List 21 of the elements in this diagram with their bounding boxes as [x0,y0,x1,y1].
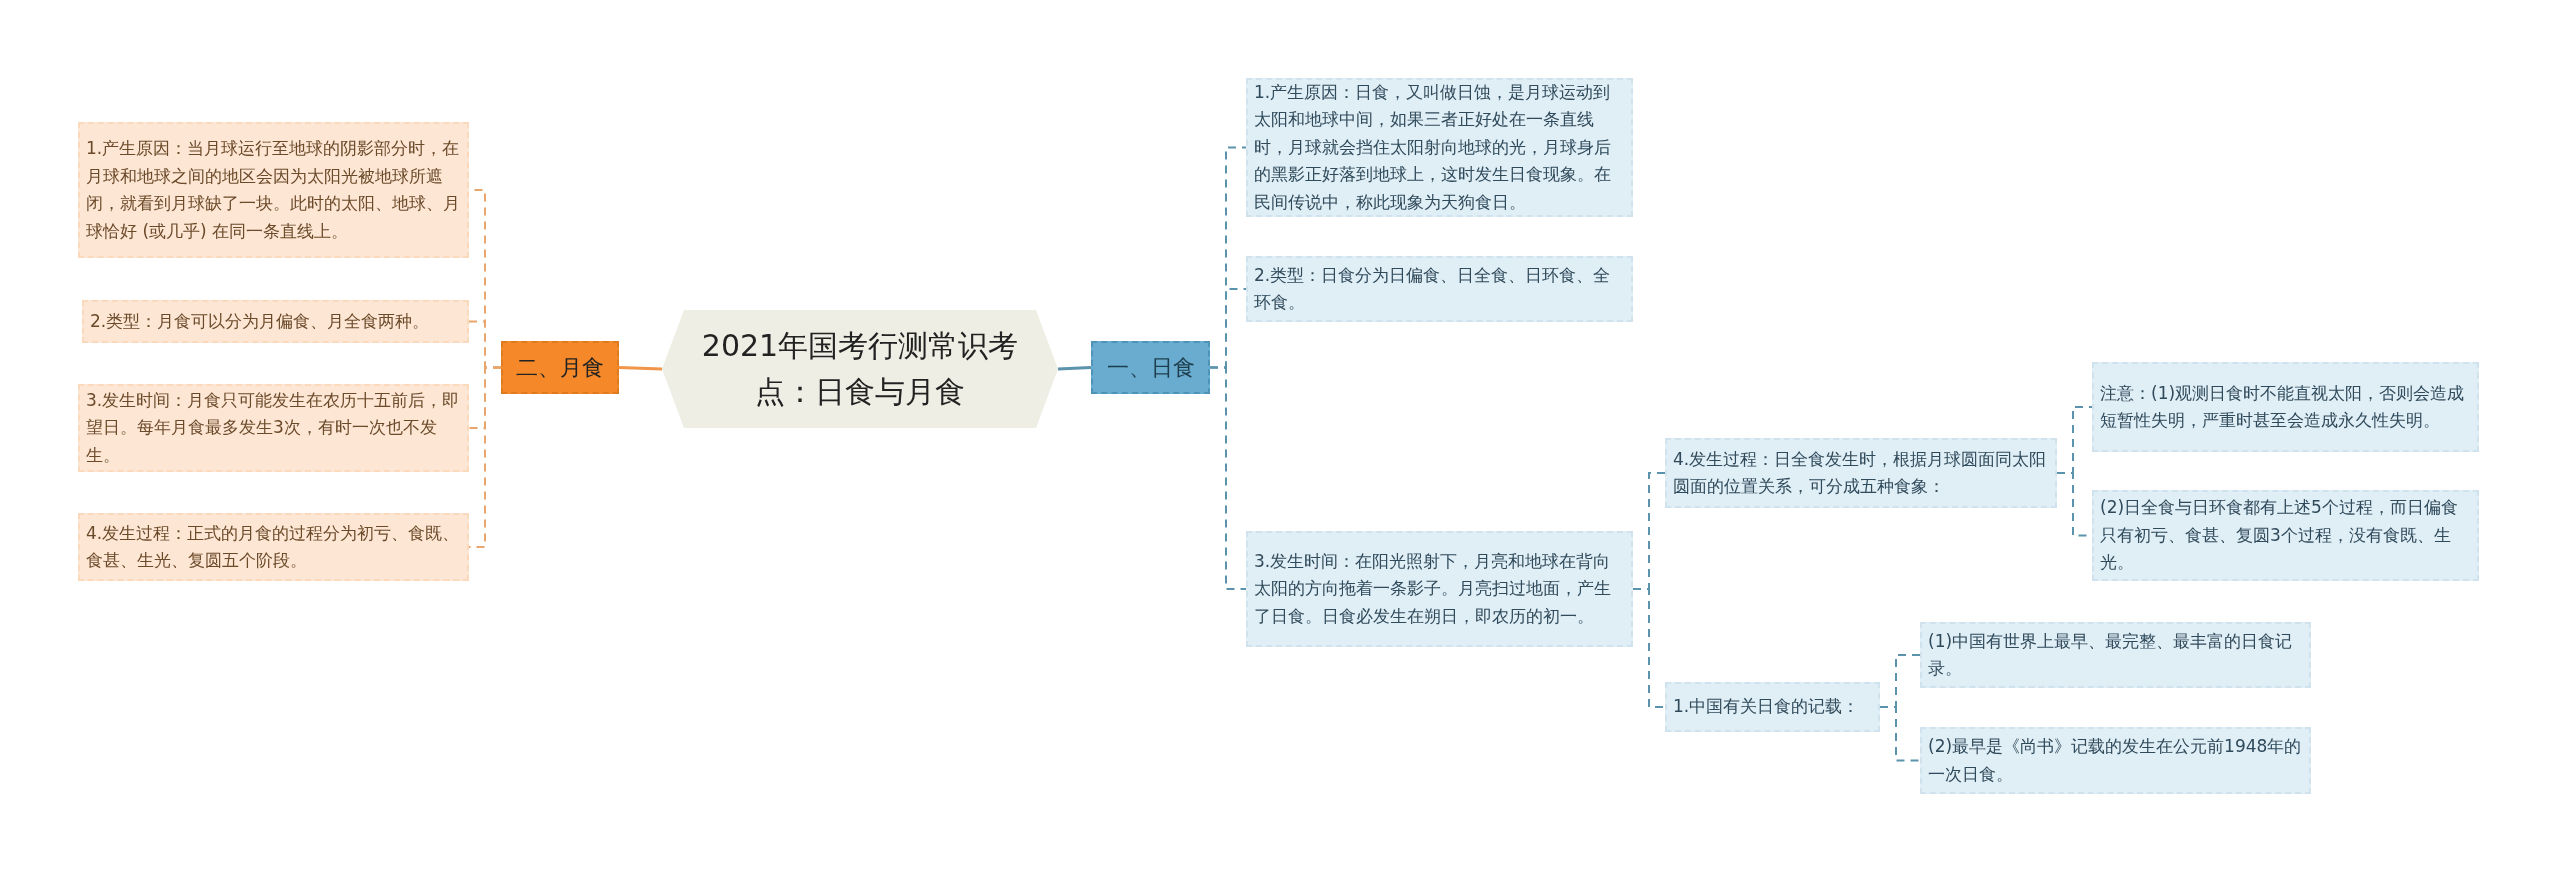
note-box: 2.类型：日食分为日偏食、日全食、日环食、全环食。 [1246,256,1633,322]
topic-box: 一、日食 [1091,341,1210,394]
title-hexagon: 2021年国考行测常识考点：日食与月食 [662,310,1058,428]
note-box: 1.中国有关日食的记载： [1665,682,1880,732]
note-box: 1.产生原因：当月球运行至地球的阴影部分时，在月球和地球之间的地区会因为太阳光被地球所遮闭，就看到月球缺了一块。此时的太阳、地球、月球恰好 (或几乎) 在同一条直线上。 [78,122,469,258]
note-box: (2)最早是《尚书》记载的发生在公元前1948年的一次日食。 [1920,727,2311,794]
connector-line [1879,706,1921,762]
note-box: 3.发生时间：月食只可能发生在农历十五前后，即望日。每年月食最多发生3次，有时一次也不发生。 [78,384,469,472]
connector-line [1209,366,1247,590]
note-box: 2.类型：月食可以分为月偏食、月全食两种。 [82,300,469,343]
note-box: 4.发生过程：日全食发生时，根据月球圆面同太阳圆面的位置关系，可分成五种食象： [1665,438,2057,508]
topic-box: 二、月食 [501,341,619,394]
note-box: (2)日全食与日环食都有上述5个过程，而日偏食只有初亏、食甚、复圆3个过程，没有食既、生光。 [2092,490,2479,581]
note-box: 3.发生时间：在阳光照射下，月亮和地球在背向太阳的方向拖着一条影子。月亮扫过地面，产生了日食。日食必发生在朔日，即农历的初一。 [1246,531,1633,647]
note-box: (1)中国有世界上最早、最完整、最丰富的日食记录。 [1920,622,2311,688]
note-box: 1.产生原因：日食，又叫做日蚀，是月球运动到太阳和地球中间，如果三者正好处在一条直线时，月球就会挡住太阳射向地球的光，月球身后的黑影正好落到地球上，这时发生日食现象。在民间传说中，称此现象为天狗食日。 [1246,78,1633,217]
connector-line [1057,366,1092,371]
note-box: 注意：(1)观测日食时不能直视太阳，否则会造成短暂性失明，严重时甚至会造成永久性失明。 [2092,362,2479,452]
note-box: 4.发生过程：正式的月食的过程分为初亏、食既、食甚、生光、复圆五个阶段。 [78,513,469,581]
connector-line [618,366,663,371]
connector-line [1632,588,1666,708]
